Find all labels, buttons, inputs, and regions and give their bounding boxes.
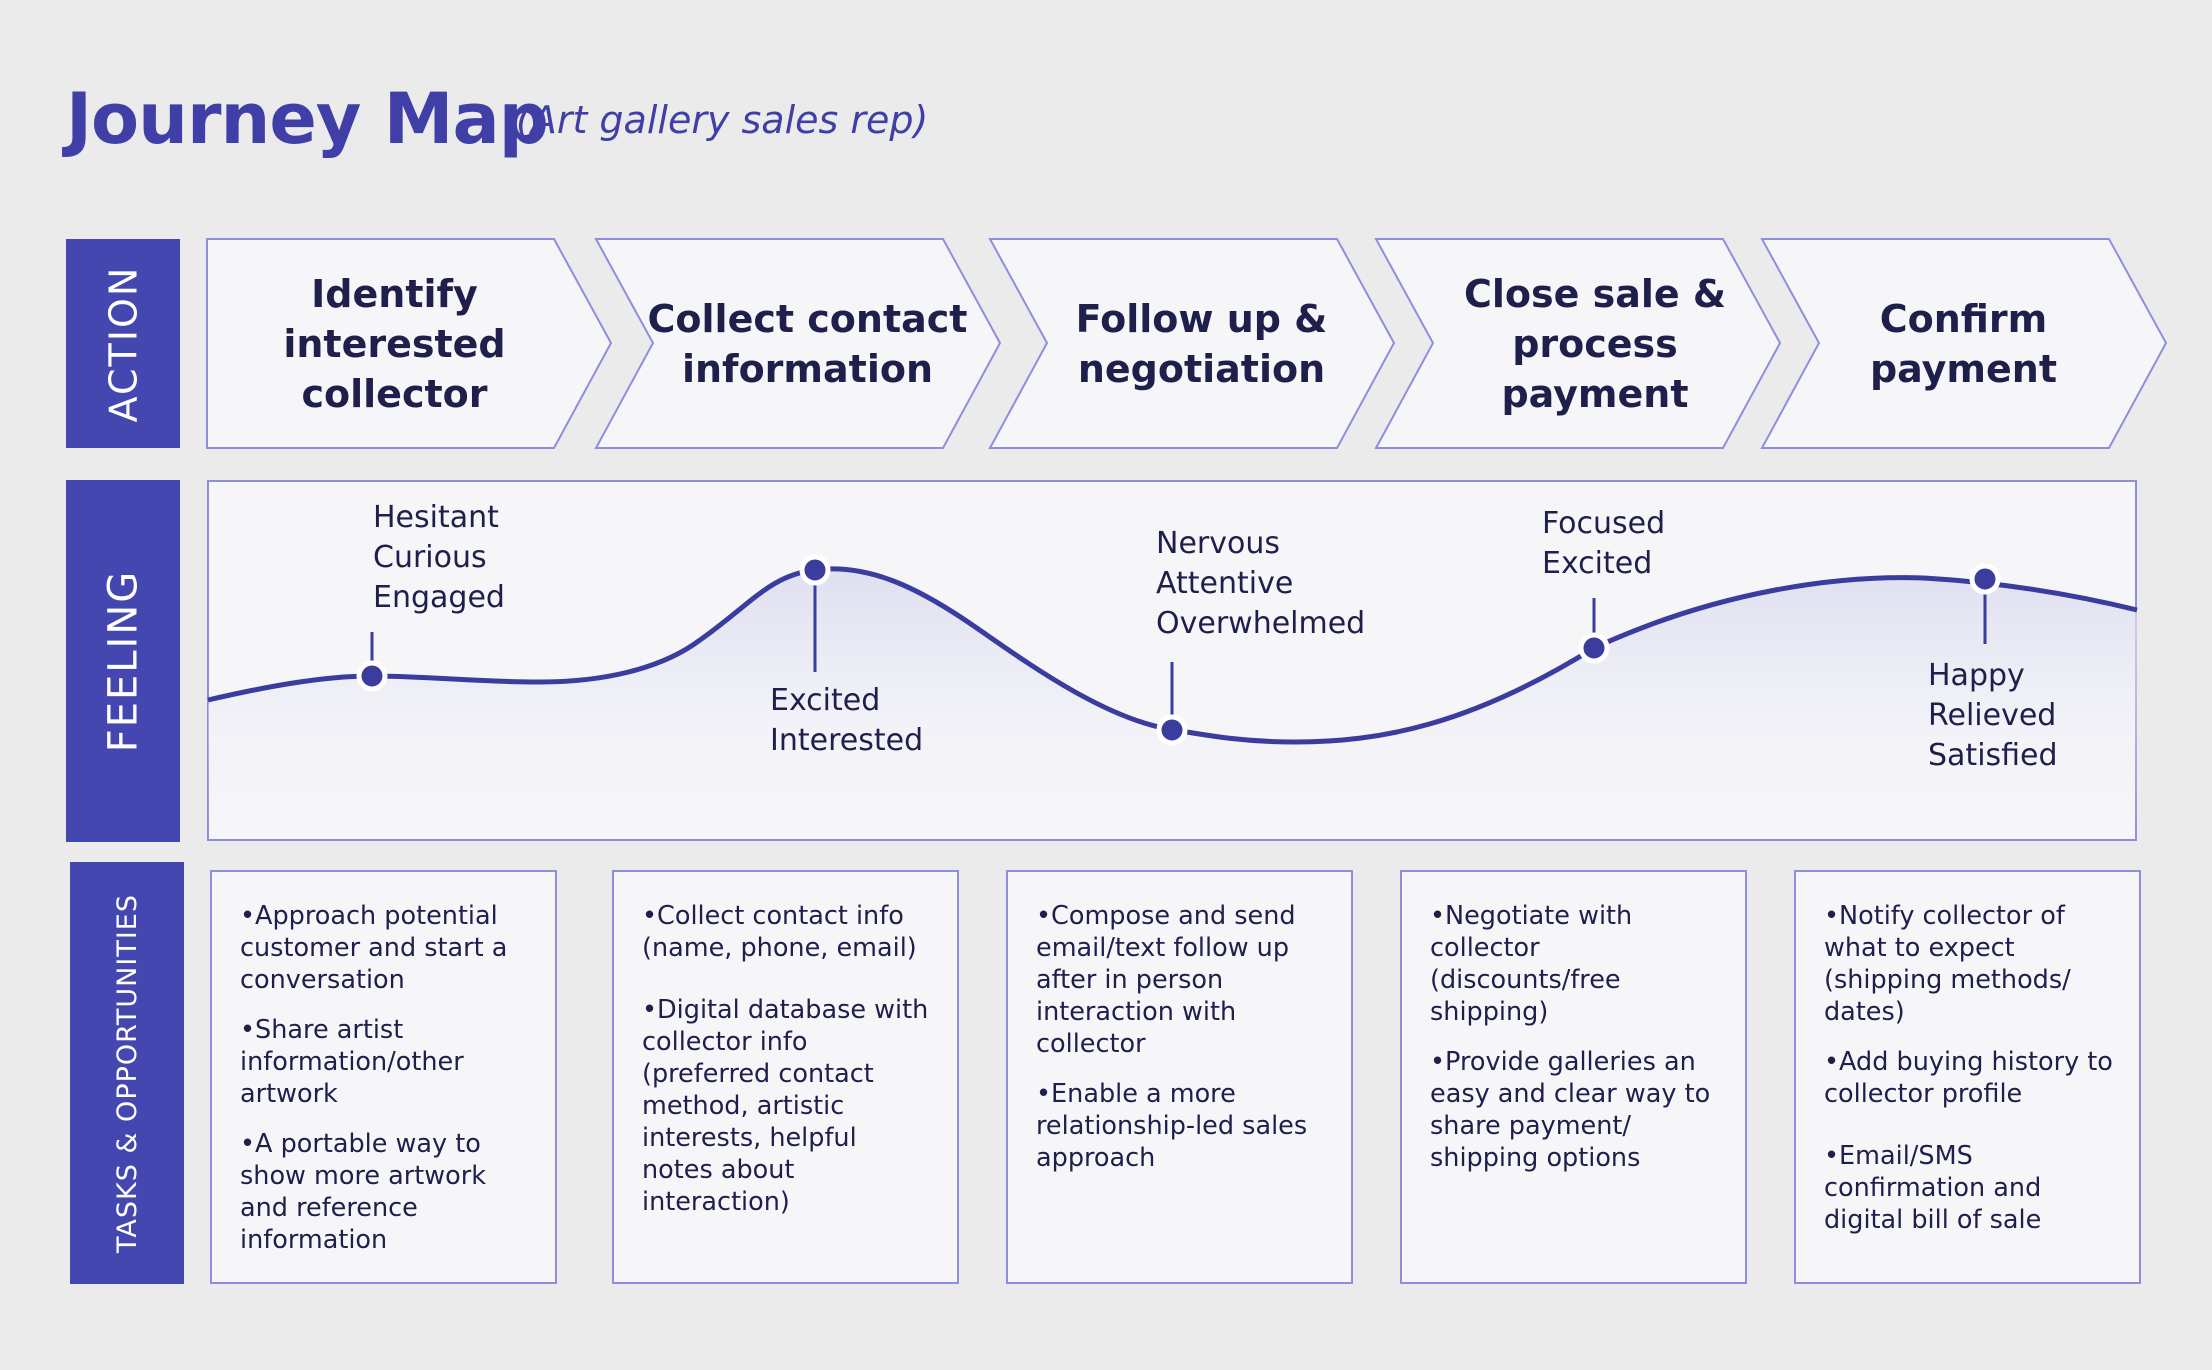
action-step-3: Follow up & negotiation xyxy=(1034,239,1369,448)
task-item: Digital database with collector info (pr… xyxy=(642,994,935,1218)
action-chevron-5 xyxy=(1760,238,2168,449)
emotion-markers xyxy=(356,554,2001,746)
feeling-1-word-3: Engaged xyxy=(373,580,505,615)
feeling-1-word-2: Curious xyxy=(373,540,487,575)
task-item: Notify collector of what to expect (ship… xyxy=(1824,900,2117,1028)
emotion-connectors xyxy=(370,580,1987,720)
action-step-3-line1: Follow up & xyxy=(1075,296,1328,341)
action-chevron-4 xyxy=(1374,238,1782,449)
action-chevron-3 xyxy=(988,238,1396,449)
action-step-5-line1: Confirm xyxy=(1879,296,2048,341)
feeling-3-word-1: Nervous xyxy=(1156,526,1280,561)
task-list-1: Approach potential customer and start a … xyxy=(240,900,533,1256)
task-list-2: Collect contact info (name, phone, email… xyxy=(642,900,935,1218)
action-step-5-line2: payment xyxy=(1869,346,2058,391)
page-title: Journey Map xyxy=(66,78,549,160)
task-item: Enable a more relationship-led sales app… xyxy=(1036,1078,1329,1174)
action-step-4: Close sale & process payment xyxy=(1420,239,1770,448)
feeling-2-word-2: Interested xyxy=(770,723,924,758)
feeling-5-word-1: Happy xyxy=(1928,658,2025,693)
feeling-4-word-2: Excited xyxy=(1542,546,1653,581)
feeling-label-5: Happy Relieved Satisfied xyxy=(1928,656,2058,776)
action-step-2: Collect contact information xyxy=(640,239,975,448)
task-card-4: Negotiate with collector (discounts/free… xyxy=(1400,870,1747,1284)
feeling-label-2: Excited Interested xyxy=(770,681,923,761)
emotion-curve-line xyxy=(207,566,2138,745)
feeling-3-word-2: Attentive xyxy=(1156,566,1294,601)
feeling-2-word-1: Excited xyxy=(770,683,881,718)
row-label-action: ACTION xyxy=(66,239,180,448)
task-item: Negotiate with collector (discounts/free… xyxy=(1430,900,1723,1028)
feeling-5-word-2: Relieved xyxy=(1928,698,2057,733)
emotion-marker-3 xyxy=(1156,714,1188,746)
task-item: Provide galleries an easy and clear way … xyxy=(1430,1046,1723,1174)
feeling-4-word-1: Focused xyxy=(1542,506,1666,541)
feeling-5-word-3: Satisfied xyxy=(1928,738,2058,773)
action-step-3-line2: negotiation xyxy=(1077,346,1326,391)
task-list-4: Negotiate with collector (discounts/free… xyxy=(1430,900,1723,1174)
action-step-5: Confirm payment xyxy=(1806,239,2121,448)
task-card-1: Approach potential customer and start a … xyxy=(210,870,557,1284)
emotion-marker-4 xyxy=(1578,632,1610,664)
action-step-2-line2: information xyxy=(681,346,934,391)
task-list-5: Notify collector of what to expect (ship… xyxy=(1824,900,2117,1236)
feeling-3-word-3: Overwhelmed xyxy=(1156,606,1366,641)
action-step-1-line2: collector xyxy=(301,371,488,416)
action-step-4-line2: process payment xyxy=(1501,321,1689,416)
action-step-1: Identify interested collector xyxy=(207,239,582,448)
emotion-marker-2 xyxy=(799,554,831,586)
row-label-tasks: TASKS & OPPORTUNITIES xyxy=(70,862,184,1284)
task-item: A portable way to show more artwork and … xyxy=(240,1128,533,1256)
task-item: Share artist information/other artwork xyxy=(240,1014,533,1110)
task-item: Add buying history to collector profile xyxy=(1824,1046,2117,1110)
page-subtitle: (Art gallery sales rep) xyxy=(516,98,929,142)
task-item: Email/SMS confirmation and digital bill … xyxy=(1824,1140,2117,1236)
emotion-marker-1 xyxy=(356,660,388,692)
action-step-4-line1: Close sale & xyxy=(1463,271,1727,316)
feeling-1-word-1: Hesitant xyxy=(373,500,499,535)
emotion-curve-area xyxy=(208,568,2137,840)
feeling-label-4: Focused Excited xyxy=(1542,504,1665,584)
task-item: Approach potential customer and start a … xyxy=(240,900,533,996)
task-item: Compose and send email/text follow up af… xyxy=(1036,900,1329,1060)
feeling-label-3: Nervous Attentive Overwhelmed xyxy=(1156,524,1365,644)
task-card-3: Compose and send email/text follow up af… xyxy=(1006,870,1353,1284)
task-card-5: Notify collector of what to expect (ship… xyxy=(1794,870,2141,1284)
row-label-feeling: FEELING xyxy=(66,480,180,842)
action-chevron-2 xyxy=(594,238,1002,449)
task-card-2: Collect contact info (name, phone, email… xyxy=(612,870,959,1284)
task-item: Collect contact info (name, phone, email… xyxy=(642,900,935,964)
feeling-label-1: Hesitant Curious Engaged xyxy=(373,498,505,618)
emotion-marker-5 xyxy=(1969,563,2001,595)
action-step-2-line1: Collect contact xyxy=(647,296,968,341)
action-chevron-1 xyxy=(206,238,613,449)
task-list-3: Compose and send email/text follow up af… xyxy=(1036,900,1329,1174)
action-step-1-line1: Identify interested xyxy=(283,271,506,366)
